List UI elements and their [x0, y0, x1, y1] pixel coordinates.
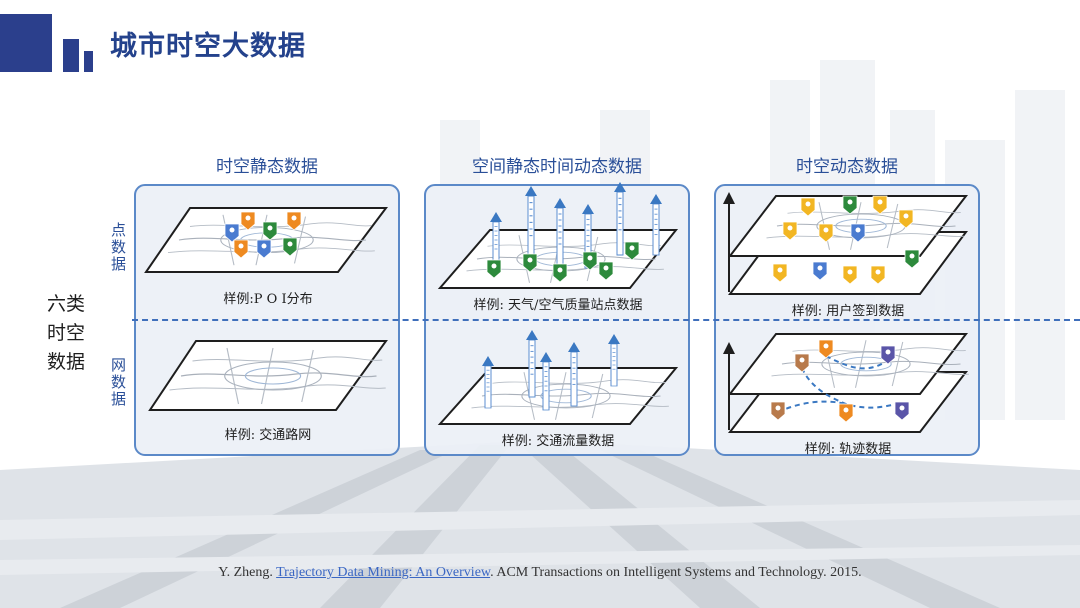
map-layers-trajectory: [723, 334, 969, 432]
row-divider: [132, 319, 1080, 321]
caption-poi: 样例:P O I分布: [134, 288, 402, 307]
map-plane-road-network: [150, 341, 386, 410]
six-types-label: 六类 时空 数据: [36, 290, 96, 377]
citation: Y. Zheng. Trajectory Data Mining: An Ove…: [0, 565, 1080, 581]
map-plane-traffic-flow: [440, 330, 676, 424]
six-types-line-3: 数据: [36, 348, 96, 377]
row-label-point: 点数据: [108, 222, 129, 273]
citation-author: Y. Zheng.: [218, 565, 276, 580]
caption-checkin: 样例: 用户签到数据: [714, 300, 982, 319]
caption-stations: 样例: 天气/空气质量站点数据: [424, 294, 692, 313]
map-plane-poi: [146, 208, 386, 272]
caption-road-network: 样例: 交通路网: [134, 424, 402, 443]
row-label-network: 网数据: [108, 357, 129, 408]
six-types-line-2: 时空: [36, 319, 96, 348]
map-layers-checkin: [723, 192, 966, 294]
citation-link[interactable]: Trajectory Data Mining: An Overview: [276, 565, 490, 580]
map-plane-stations: [440, 182, 676, 288]
six-types-line-1: 六类: [36, 290, 96, 319]
citation-rest: . ACM Transactions on Intelligent System…: [490, 565, 862, 580]
caption-traffic-flow: 样例: 交通流量数据: [424, 430, 692, 449]
caption-trajectory: 样例: 轨迹数据: [714, 438, 982, 457]
